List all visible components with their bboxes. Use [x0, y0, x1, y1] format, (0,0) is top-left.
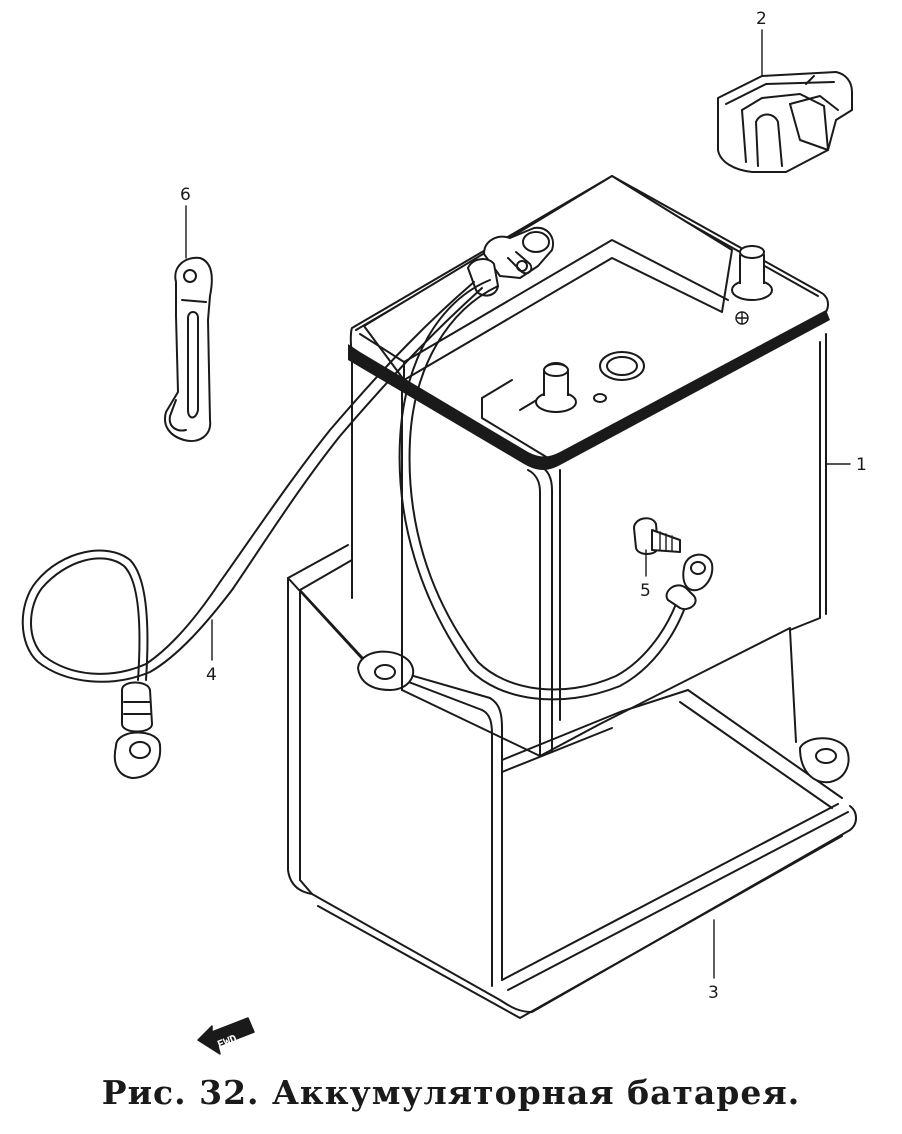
callout-4: 4	[206, 665, 217, 685]
callout-1: 1	[856, 455, 867, 475]
callout-5: 5	[640, 581, 651, 601]
battery-exploded-diagram: 1 2 3 4 5 6 FWD	[21, 9, 867, 1055]
battery	[348, 175, 830, 757]
callout-3: 3	[708, 983, 719, 1003]
battery-tray	[287, 544, 857, 1019]
fwd-arrow-icon: FWD	[197, 1017, 255, 1055]
callout-2: 2	[756, 9, 767, 29]
holder	[164, 256, 213, 442]
cable	[21, 226, 714, 779]
callout-6: 6	[180, 185, 191, 205]
bolt	[633, 517, 681, 555]
figure-caption: Рис. 32. Аккумуляторная батарея.	[101, 1073, 801, 1112]
terminal-cover	[717, 71, 853, 173]
